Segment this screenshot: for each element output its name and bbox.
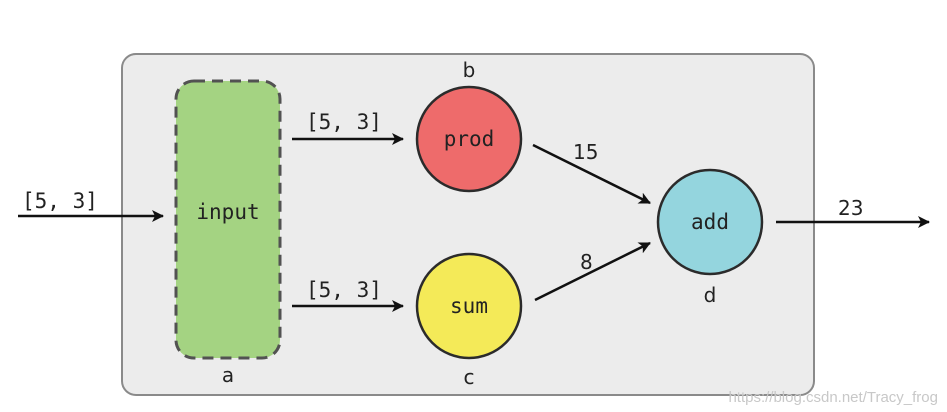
node-b-label: prod (444, 127, 495, 151)
edge-b-to-d-arrow (532, 143, 651, 205)
node-b-prod-circle (415, 85, 523, 193)
node-b-id: b (463, 58, 476, 82)
edge-c-to-d-arrow (534, 241, 651, 302)
edge-a-to-b-label: [5, 3] (306, 110, 382, 134)
edge-a-to-c-label: [5, 3] (306, 278, 382, 302)
node-a-label: input (196, 200, 259, 224)
node-c-id: c (464, 365, 475, 389)
node-d-label: add (691, 210, 729, 234)
watermark-text: https://blog.csdn.net/Tracy_frog (728, 389, 938, 406)
edge-c-to-d-label: 8 (580, 250, 593, 274)
node-a-id: a (222, 363, 234, 387)
edge-b-to-d-label: 15 (573, 140, 598, 164)
input-edge-label: [5, 3] (22, 189, 98, 213)
node-d-id: d (704, 283, 717, 307)
node-c-sum-circle (415, 252, 523, 360)
node-d-add-circle (656, 168, 764, 276)
output-edge-label: 23 (838, 196, 863, 220)
node-c-label: sum (450, 294, 488, 318)
node-a-input-box (174, 79, 282, 360)
